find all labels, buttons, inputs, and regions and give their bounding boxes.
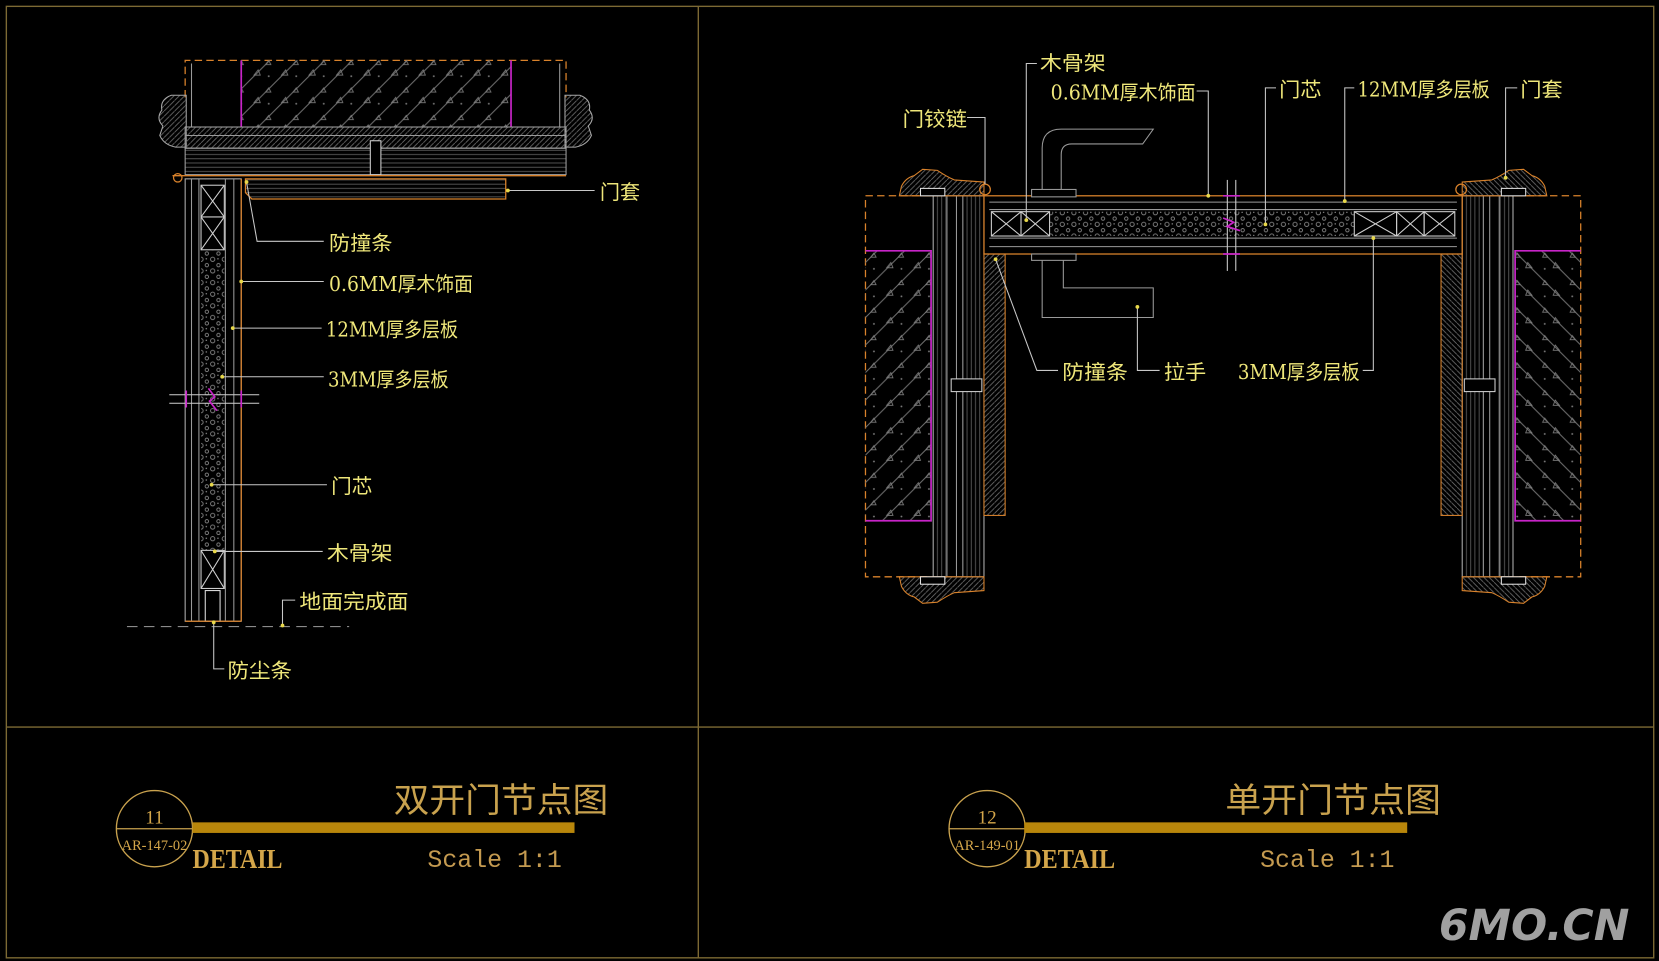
label-dust-strip: 防尘条 — [227, 658, 292, 682]
watermark: 6MO.CN — [1439, 901, 1629, 950]
dust-strip — [204, 590, 221, 622]
double-door-section: 门套 防撞条 0.6MM厚木饰面 12MM厚多层板 3MM厚多层板 门芯 木骨架… — [126, 59, 640, 682]
sheet-frame — [5, 5, 1655, 959]
detail-scale: Scale 1:1 — [427, 846, 561, 875]
label-veneer: 0.6MM厚木饰面 — [329, 272, 473, 296]
label-door-casing: 门套 — [600, 180, 640, 204]
label-bumper-strip: 防撞条 — [1062, 360, 1128, 384]
casing-trim-right — [564, 94, 593, 148]
head-board-joint — [369, 140, 382, 176]
label-door-casing: 门套 — [1520, 77, 1562, 101]
title-underline-bar — [1024, 822, 1408, 833]
handle-rose — [1031, 253, 1077, 261]
wood-frame-cross — [200, 550, 225, 589]
break-line-symbol — [1222, 179, 1241, 271]
label-wood-frame: 木骨架 — [1040, 51, 1106, 75]
wood-frame-cross — [200, 216, 225, 251]
casing-trim-left — [158, 94, 187, 148]
leader-lines-right — [967, 62, 1518, 371]
detail-sheet-ref: AR-147-02 — [122, 838, 188, 854]
sheet-border — [5, 5, 1655, 959]
wood-frame-block — [200, 216, 225, 251]
detail-number: 12 — [978, 807, 997, 828]
concrete-wall — [865, 250, 932, 521]
detail-label: DETAIL — [1024, 843, 1115, 874]
handle-rose — [1031, 188, 1077, 198]
label-bumper-strip: 防撞条 — [329, 231, 392, 255]
door-core — [1049, 211, 1355, 237]
label-plywood-12mm: 12MM厚多层板 — [1357, 77, 1489, 101]
break-line-symbol — [169, 387, 260, 412]
label-finished-floor: 地面完成面 — [299, 590, 408, 614]
door-leaf — [983, 179, 1463, 271]
door-core — [201, 249, 225, 551]
detail-title-block-right: 12 AR-149-01 单开门节点图 DETAIL Scale 1:1 — [948, 781, 1441, 875]
jamb-joint — [950, 378, 983, 393]
concrete-wall — [241, 60, 512, 128]
wall-finish-line — [865, 249, 932, 522]
label-plywood-3mm: 3MM厚多层板 — [1238, 360, 1360, 384]
detail-scale: Scale 1:1 — [1260, 846, 1394, 875]
detail-title: 单开门节点图 — [1225, 781, 1441, 820]
bumper-strip — [983, 253, 1006, 516]
label-handle: 拉手 — [1164, 360, 1206, 384]
jamb-board — [935, 195, 947, 577]
wood-frame-block — [200, 549, 225, 589]
wood-frame-cross — [200, 184, 225, 218]
label-plywood-3mm: 3MM厚多层板 — [328, 367, 449, 391]
door-handle — [1031, 128, 1155, 319]
door-jamb-left — [864, 168, 1006, 604]
wood-frame-blocks — [990, 211, 1456, 237]
wood-frame-blocks — [200, 184, 225, 589]
detail-number: 11 — [145, 807, 163, 828]
detail-sheet-ref: AR-149-01 — [954, 838, 1020, 854]
door-casing-head-strip — [244, 178, 507, 200]
label-wood-frame: 木骨架 — [327, 541, 393, 565]
label-door-core: 门芯 — [1279, 77, 1321, 101]
single-door-section: 木骨架 0.6MM厚木饰面 门芯 12MM厚多层板 门套 门铰链 防撞条 拉手 … — [864, 51, 1582, 605]
label-plywood-12mm: 12MM厚多层板 — [326, 318, 458, 342]
detail-title: 双开门节点图 — [394, 781, 609, 820]
handle-lever-outer — [1041, 128, 1155, 191]
head-bumper-strip — [172, 172, 183, 183]
label-door-core: 门芯 — [331, 474, 372, 498]
title-underline-bar — [192, 822, 575, 833]
label-door-hinge: 门铰链 — [903, 107, 968, 131]
label-veneer: 0.6MM厚木饰面 — [1051, 80, 1196, 104]
detail-title-block-left: 11 AR-147-02 双开门节点图 DETAIL Scale 1:1 — [115, 781, 609, 875]
detail-label: DETAIL — [193, 843, 283, 874]
handle-lever-inner — [1041, 259, 1154, 319]
leader-lines-left — [209, 180, 595, 670]
